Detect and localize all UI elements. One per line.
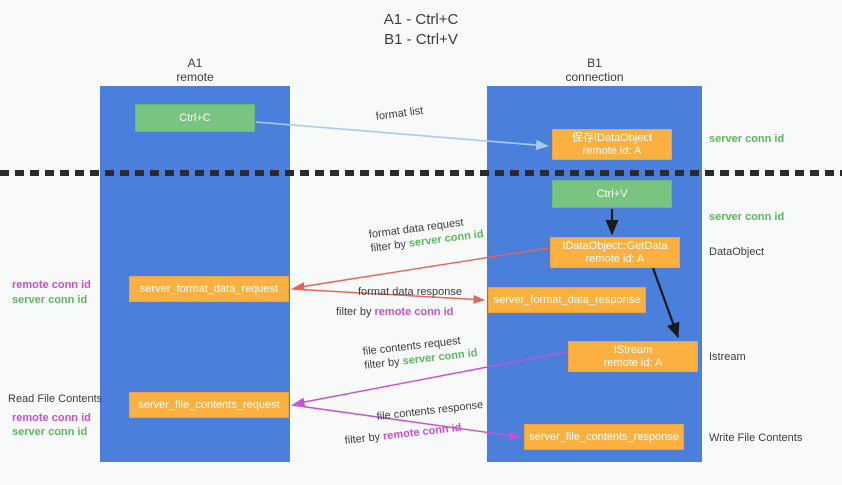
node-save-idataobject-sub: remote id: A — [582, 144, 642, 157]
right-label-write-file-contents: Write File Contents — [709, 432, 803, 444]
page-title: A1 - Ctrl+C B1 - Ctrl+V — [0, 10, 842, 50]
node-format-data-response-label: server_format_data_response — [493, 293, 641, 306]
column-a1-name: A1 — [187, 56, 203, 70]
column-b1-name: B1 — [587, 56, 602, 70]
left-label-remote-conn-id-2: remote conn id — [12, 412, 91, 424]
edge-label-format-list: format list — [375, 104, 424, 123]
edge-label-file-contents-request: file contents request filter by server c… — [362, 334, 479, 372]
node-ctrl-v[interactable]: Ctrl+V — [552, 180, 672, 208]
node-file-contents-response[interactable]: server_file_contents_response — [524, 424, 684, 450]
edge-label-format-data-request: format data request filter by server con… — [368, 216, 485, 255]
title-line-2: B1 - Ctrl+V — [384, 31, 458, 48]
left-label-server-conn-id-2: server conn id — [12, 426, 88, 438]
boundary-dashed-line — [0, 170, 842, 176]
column-header-b1: B1 connection — [487, 56, 702, 84]
node-save-idataobject-label: 保存IDataObject — [571, 131, 653, 144]
left-label-remote-conn-id-1: remote conn id — [12, 279, 91, 291]
node-save-idataobject[interactable]: 保存IDataObject remote id: A — [552, 129, 672, 160]
edge-label-format-data-response: format data response — [358, 286, 462, 298]
node-istream[interactable]: IStream remote id: A — [568, 341, 698, 372]
right-label-server-conn-id-2: server conn id — [709, 211, 785, 223]
node-ctrl-c[interactable]: Ctrl+C — [135, 104, 255, 132]
node-getdata-sub: remote id: A — [585, 252, 645, 265]
node-getdata[interactable]: IDataObject::GetData remote id: A — [550, 237, 680, 268]
node-format-data-request-label: server_format_data_request — [139, 282, 279, 295]
node-format-data-response[interactable]: server_format_data_response — [488, 287, 646, 313]
edge-label-format-data-response-filter: filter by remote conn id — [336, 306, 454, 318]
node-file-contents-request-label: server_file_contents_request — [138, 398, 280, 411]
node-file-contents-response-label: server_file_contents_response — [529, 430, 679, 443]
edge-label-file-contents-response-filter: filter by remote conn id — [344, 421, 463, 447]
right-label-dataobject: DataObject — [709, 246, 765, 258]
left-label-read-file-contents: Read File Contents — [8, 393, 103, 405]
node-ctrl-c-label: Ctrl+C — [179, 111, 211, 124]
edge-label-file-contents-response: file contents response — [376, 398, 484, 423]
left-label-server-conn-id-1: server conn id — [12, 294, 88, 306]
title-line-1: A1 - Ctrl+C — [383, 11, 459, 28]
node-getdata-label: IDataObject::GetData — [562, 239, 668, 252]
node-ctrl-v-label: Ctrl+V — [596, 187, 628, 200]
column-a1-sub: remote — [176, 70, 214, 84]
right-label-istream: Istream — [709, 351, 746, 363]
column-b1-sub: connection — [565, 70, 624, 84]
node-file-contents-request[interactable]: server_file_contents_request — [129, 392, 289, 418]
right-label-server-conn-id-1: server conn id — [709, 133, 785, 145]
node-istream-label: IStream — [613, 343, 653, 356]
column-header-a1: A1 remote — [100, 56, 290, 84]
node-format-data-request[interactable]: server_format_data_request — [129, 276, 289, 302]
node-istream-sub: remote id: A — [603, 356, 663, 369]
